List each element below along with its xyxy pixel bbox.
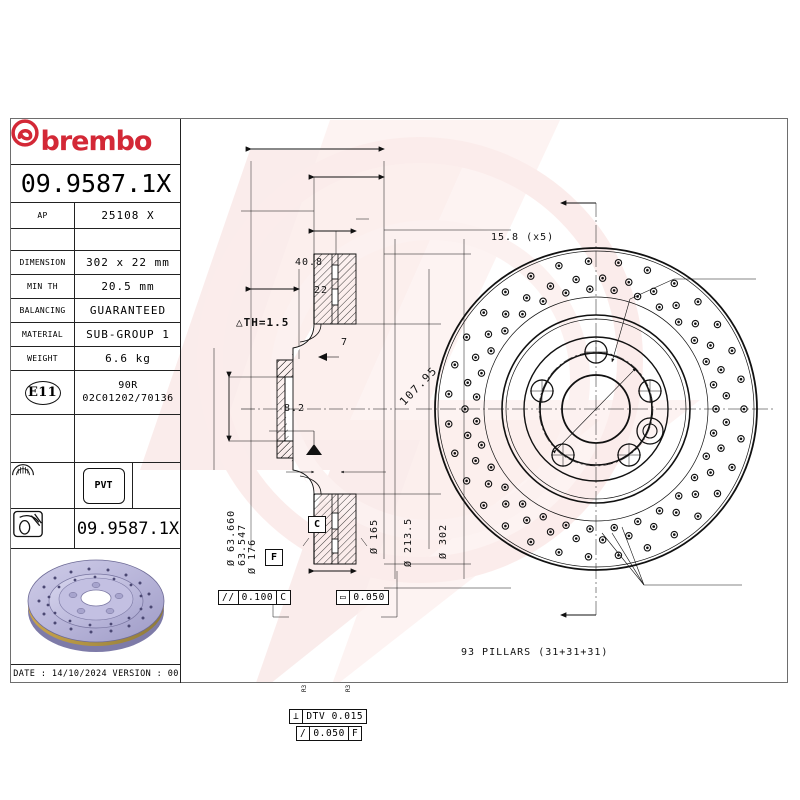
row-label: BALANCING [11, 299, 75, 322]
dtv-frame: ⊥ DTV 0.015 [289, 709, 368, 724]
dim-vane: 7 [341, 337, 349, 348]
dim-offset: 8.2 [284, 403, 306, 414]
row-value: 6.6 kg [105, 352, 151, 365]
dim-inner-diameter: Ø 165 [369, 518, 380, 554]
row-label: AP [11, 203, 75, 228]
row-label: DIMENSION [11, 251, 75, 274]
runout-value: 0.050 [310, 727, 349, 740]
pvt-cell: PVT [12, 463, 133, 508]
pvt-graphic-icon [12, 464, 34, 476]
date-version-line: DATE : 14/10/2024 VERSION : 00 [13, 669, 179, 679]
runout-datum: F [351, 728, 359, 739]
dim-mid-diameter: Ø 213.5 [403, 517, 414, 567]
row-label: MATERIAL [11, 323, 75, 346]
part-number-row: 09.9587.1X [11, 165, 181, 203]
table-row: WEIGHT 6.6 kg [11, 347, 181, 371]
dim-overall-width: 40.8 [295, 257, 324, 268]
row-value: 302 x 22 mm [86, 256, 170, 269]
table-row: DIMENSION 302 x 22 mm [11, 251, 181, 275]
pvt-badge-icon: PVT [12, 464, 125, 504]
datum-c: C [308, 516, 326, 533]
radius-left-label: R3 [301, 684, 308, 692]
disc-photo-graphic [27, 559, 165, 652]
hole-size-note: 15.8 (x5) [491, 232, 555, 243]
flatness-value: 0.050 [353, 592, 385, 603]
parallelism-symbol: // [219, 591, 239, 604]
table-row: BALANCING GUARANTEED [11, 299, 181, 323]
row-label: WEIGHT [11, 347, 75, 370]
blank-row [11, 415, 181, 463]
runout-symbol: / [297, 727, 311, 740]
parallelism-value: 0.100 [239, 591, 278, 604]
table-row: MIN TH 20.5 mm [11, 275, 181, 299]
info-table: brembo 09.9587.1X AP 25108 X DIMENSION 3… [11, 119, 181, 683]
table-row: MATERIAL SUB-GROUP 1 [11, 323, 181, 347]
row-value: GUARANTEED [89, 304, 167, 317]
pvt-row: PVT [11, 463, 181, 509]
part-number: 09.9587.1X [20, 169, 172, 198]
pillars-note: 93 PILLARS (31+31+31) [461, 647, 609, 658]
dim-disc-thickness: 22 [314, 285, 329, 296]
brand-logo-row: brembo [11, 119, 181, 165]
part-number-repeat: 09.9587.1X [76, 518, 180, 539]
row-label: MIN TH [11, 275, 75, 298]
part-number-repeat-row: 09.9587.1X [11, 509, 181, 549]
runout-frame: / 0.050 F [296, 726, 363, 741]
dim-bore-lower: 63.547 [237, 523, 248, 566]
product-photo [11, 549, 181, 665]
parallelism-frame: // 0.100 C [218, 590, 291, 605]
homologation-line2: 02C01202/70136 [82, 392, 174, 404]
brand-name: brembo [40, 126, 153, 157]
table-row [11, 229, 181, 251]
dtv-value: DTV 0.015 [306, 711, 364, 722]
e-mark-icon: E11 [24, 380, 61, 405]
flatness-frame: ▭ 0.050 [336, 590, 389, 605]
brembo-mark-icon [11, 119, 39, 147]
drawing-sheet: brembo 09.9587.1X AP 25108 X DIMENSION 3… [10, 118, 788, 741]
parallelism-datum: C [280, 592, 287, 603]
homologation-line1: 90R [118, 380, 138, 391]
row-value: SUB-GROUP 1 [86, 328, 170, 341]
dim-th-tolerance: △TH=1.5 [236, 316, 290, 329]
emark-cell: E11 [11, 371, 75, 414]
dim-hat-diameter: Ø 176 [247, 538, 258, 574]
datum-f: F [265, 549, 283, 566]
table-row: AP 25108 X [11, 203, 181, 229]
dtv-symbol: ⊥ [290, 710, 304, 723]
row-value: 20.5 mm [101, 280, 155, 293]
row-value [75, 229, 181, 250]
row-label [11, 229, 75, 250]
radius-right-label: R3 [345, 684, 352, 692]
wheel-mounting-icon [13, 510, 43, 538]
row-value: 25108 X [101, 209, 155, 222]
homologation-row: E11 90R 02C01202/70136 [11, 371, 181, 415]
homologation-value: 90R 02C01202/70136 [75, 371, 181, 414]
fitting-icon-cell [11, 509, 75, 548]
dim-bore-upper: Ø 63.660 [226, 509, 237, 566]
drawing-area [213, 146, 776, 618]
dim-outer-diameter: Ø 302 [438, 523, 449, 559]
pvt-label: PVT [94, 480, 113, 491]
flatness-symbol: ▭ [337, 591, 351, 604]
